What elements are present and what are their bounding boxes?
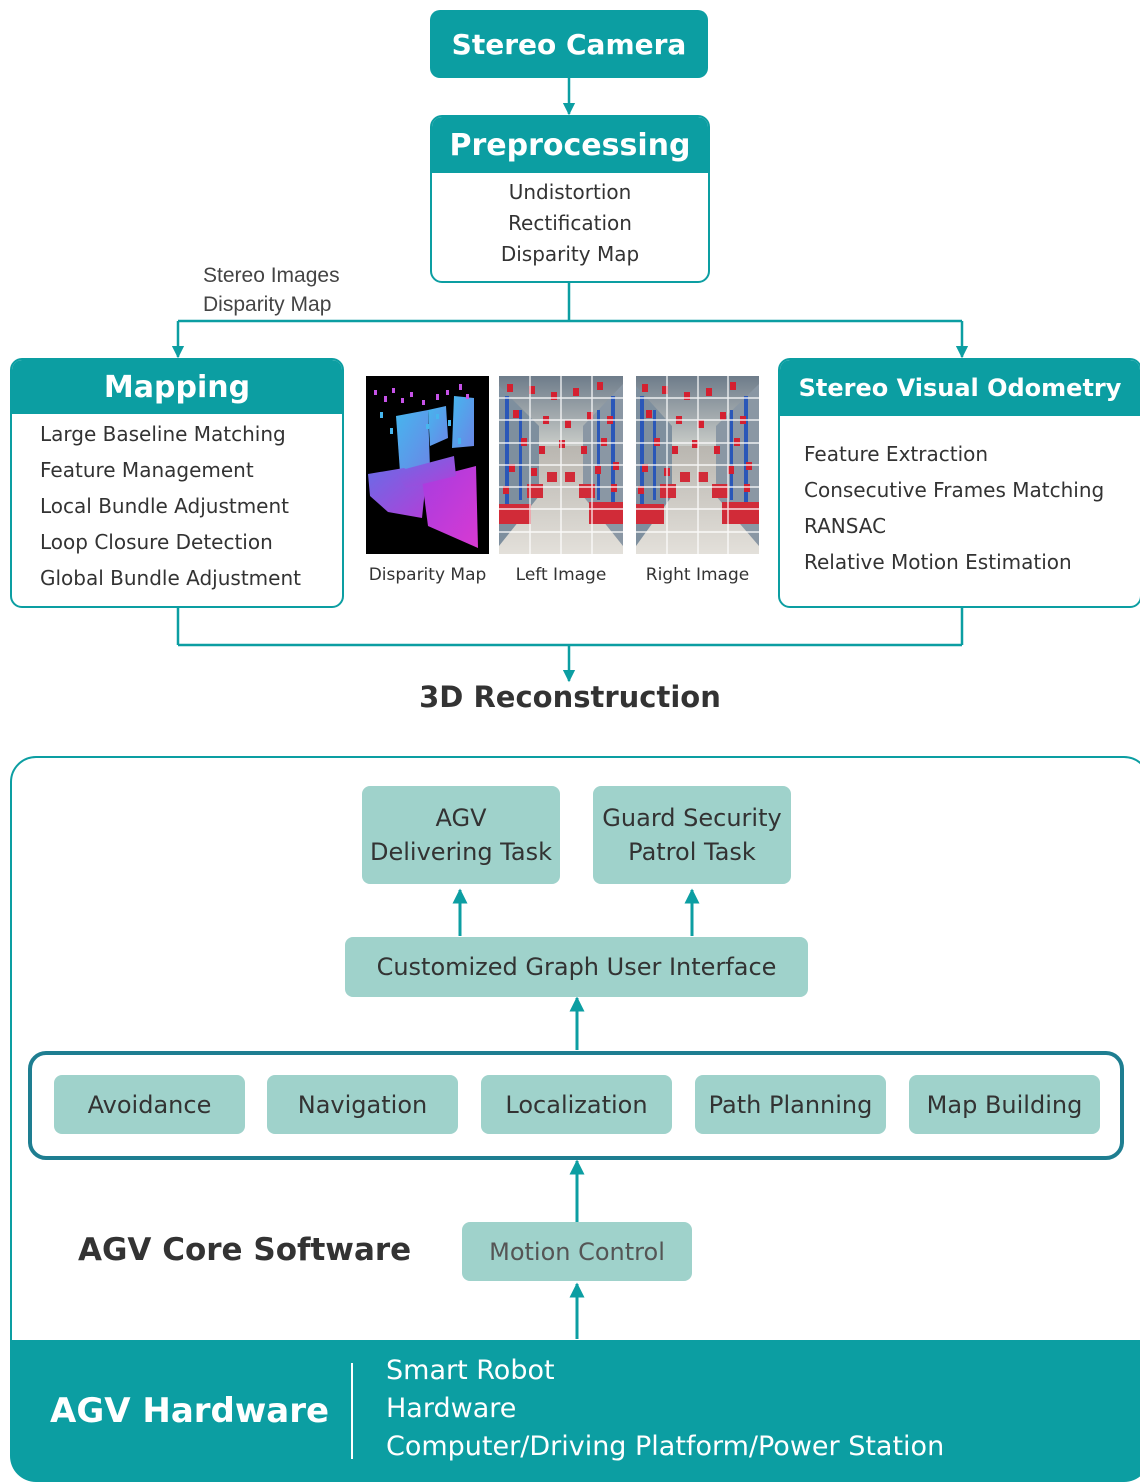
guard-task-line1: Guard Security	[602, 804, 782, 832]
branch-label: Stereo Images Disparity Map	[203, 261, 340, 319]
agv-task-line1: AGV	[435, 804, 487, 832]
odometry-title: Stereo Visual Odometry	[780, 360, 1140, 416]
agv-delivering-task-box: AGV Delivering Task	[362, 786, 560, 884]
list-item: Relative Motion Estimation	[804, 550, 1072, 574]
module-label: Localization	[505, 1090, 648, 1119]
module-label: Map Building	[926, 1090, 1083, 1119]
module-label: Path Planning	[708, 1090, 873, 1119]
core-software-label: AGV Core Software	[78, 1232, 412, 1268]
gui-label: Customized Graph User Interface	[376, 953, 777, 981]
odometry-list: Feature Extraction Consecutive Frames Ma…	[780, 416, 1140, 580]
disparity-map-caption: Disparity Map	[368, 565, 487, 585]
hardware-details: Smart Robot Hardware Computer/Driving Pl…	[386, 1352, 944, 1466]
disparity-map-image	[366, 376, 489, 554]
hardware-detail-line: Computer/Driving Platform/Power Station	[386, 1431, 945, 1462]
preprocessing-list: Undistortion Rectification Disparity Map	[432, 173, 708, 270]
guard-task-line2: Patrol Task	[628, 838, 756, 866]
module-avoidance: Avoidance	[54, 1075, 245, 1134]
list-item: Loop Closure Detection	[40, 530, 273, 554]
module-path-planning: Path Planning	[695, 1075, 886, 1134]
module-label: Avoidance	[87, 1090, 212, 1119]
list-item: Disparity Map	[500, 242, 640, 266]
odometry-box: Stereo Visual Odometry Feature Extractio…	[778, 358, 1140, 608]
list-item: Large Baseline Matching	[40, 422, 286, 446]
right-image	[636, 376, 759, 554]
mapping-box: Mapping Large Baseline Matching Feature …	[10, 358, 344, 608]
list-item: RANSAC	[804, 514, 887, 538]
preprocessing-title: Preprocessing	[432, 117, 708, 173]
hardware-detail-line: Hardware	[386, 1393, 517, 1424]
module-navigation: Navigation	[267, 1075, 458, 1134]
hardware-band	[10, 1340, 1140, 1482]
branch-label-line2: Disparity Map	[203, 293, 332, 316]
branch-label-line1: Stereo Images	[203, 264, 340, 287]
list-item: Global Bundle Adjustment	[40, 566, 301, 590]
hardware-label: AGV Hardware	[50, 1391, 330, 1431]
gui-box: Customized Graph User Interface	[345, 937, 808, 997]
list-item: Consecutive Frames Matching	[804, 478, 1105, 502]
list-item: Feature Extraction	[804, 442, 989, 466]
motion-control-box: Motion Control	[462, 1222, 692, 1281]
right-image-caption: Right Image	[645, 565, 750, 585]
agv-task-line2: Delivering Task	[370, 838, 552, 866]
motion-control-label: Motion Control	[489, 1237, 665, 1266]
list-item: Rectification	[508, 211, 632, 235]
module-localization: Localization	[481, 1075, 672, 1134]
mapping-title: Mapping	[12, 360, 342, 414]
list-item: Undistortion	[508, 180, 632, 204]
list-item: Local Bundle Adjustment	[40, 494, 290, 518]
guard-patrol-task-box: Guard Security Patrol Task	[593, 786, 791, 884]
module-label: Navigation	[297, 1090, 428, 1119]
preprocessing-box: Preprocessing Undistortion Rectification…	[430, 115, 710, 283]
reconstruction-label: 3D Reconstruction	[419, 680, 721, 714]
mapping-list: Large Baseline Matching Feature Manageme…	[12, 414, 342, 596]
modules-container	[28, 1051, 1124, 1160]
stereo-camera-label: Stereo Camera	[451, 27, 687, 61]
hardware-detail-line: Smart Robot	[386, 1355, 555, 1386]
hardware-divider	[351, 1363, 353, 1459]
left-image	[499, 376, 623, 554]
stereo-camera-box: Stereo Camera	[430, 10, 708, 78]
left-image-caption: Left Image	[515, 565, 607, 585]
list-item: Feature Management	[40, 458, 254, 482]
module-map-building: Map Building	[909, 1075, 1100, 1134]
